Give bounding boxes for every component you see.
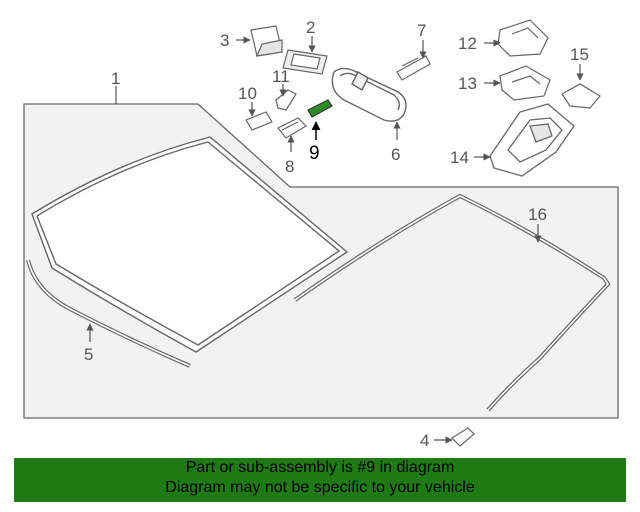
part-9-highlighted bbox=[307, 99, 333, 118]
part-2-pad bbox=[282, 49, 328, 75]
banner-line-1: Part or sub-assembly is #9 in diagram bbox=[185, 459, 455, 476]
callout-11: 11 bbox=[272, 67, 290, 86]
callout-6: 6 bbox=[391, 145, 400, 164]
callout-3: 3 bbox=[220, 31, 229, 50]
part-14-sensor-cover bbox=[489, 103, 575, 177]
callout-2: 2 bbox=[306, 18, 315, 37]
callout-8: 8 bbox=[285, 157, 294, 176]
part-4-clip bbox=[451, 427, 475, 447]
callout-7: 7 bbox=[417, 21, 426, 40]
rearview-mirror bbox=[331, 67, 407, 122]
parts-diagram: 1 2 3 4 5 6 7 8 9 10 11 12 13 14 15 16 bbox=[23, 18, 619, 450]
part-11-clip bbox=[275, 89, 297, 111]
callout-labels: 1 2 3 4 5 6 7 8 9 10 11 12 13 14 15 16 bbox=[84, 18, 589, 450]
callout-10: 10 bbox=[238, 84, 257, 103]
part-7-bracket bbox=[396, 55, 431, 81]
callout-1: 1 bbox=[111, 69, 120, 88]
part-8-cover bbox=[277, 117, 307, 139]
callout-13: 13 bbox=[458, 74, 477, 93]
callout-5: 5 bbox=[84, 345, 93, 364]
windshield-glass bbox=[31, 136, 349, 353]
part-15-cover bbox=[561, 83, 601, 109]
callout-9: 9 bbox=[309, 143, 320, 164]
info-banner: Part or sub-assembly is #9 in diagram Di… bbox=[14, 458, 626, 502]
callout-15: 15 bbox=[570, 45, 589, 64]
part-12-housing bbox=[497, 19, 549, 57]
callout-16: 16 bbox=[528, 205, 547, 224]
callout-12: 12 bbox=[458, 34, 477, 53]
part-10-cover bbox=[245, 111, 273, 131]
callout-14: 14 bbox=[450, 148, 469, 167]
part-3-clip bbox=[250, 25, 283, 57]
banner-line-2: Diagram may not be specific to your vehi… bbox=[165, 479, 475, 496]
leader-lines bbox=[86, 36, 584, 444]
callout-4: 4 bbox=[420, 431, 429, 450]
part-13-bracket bbox=[499, 65, 551, 101]
